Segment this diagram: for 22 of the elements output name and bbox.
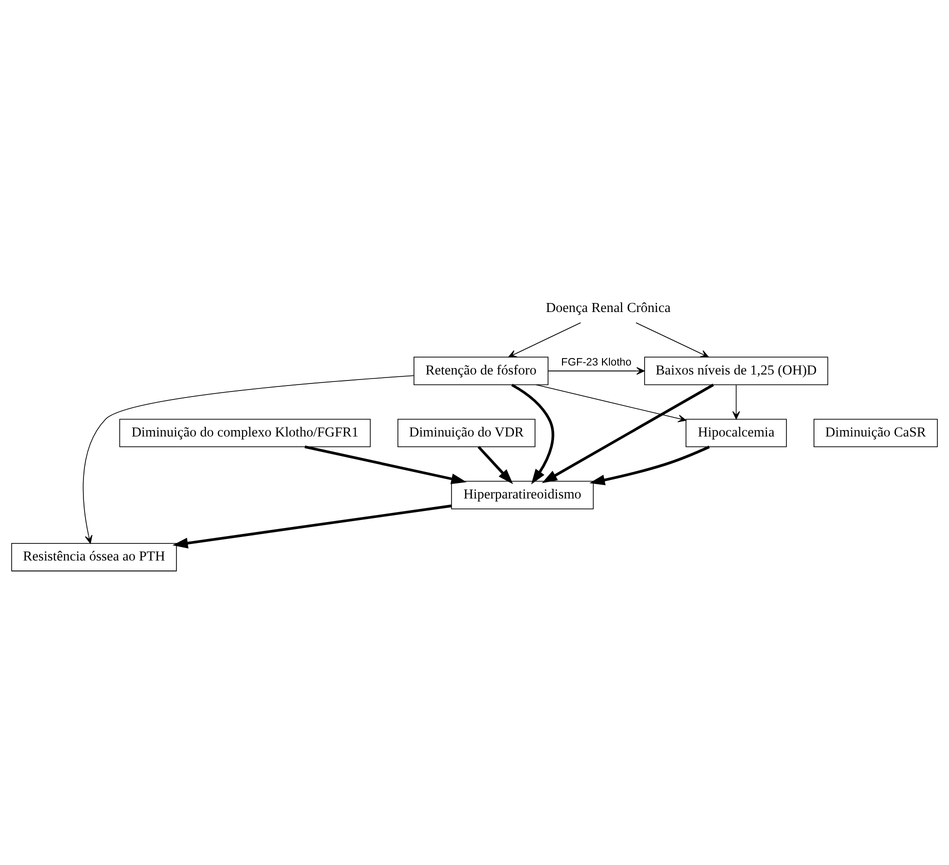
node-box: Baixos níveis de 1,25 (OH)D bbox=[644, 356, 828, 385]
arrow bbox=[511, 383, 554, 484]
arrow bbox=[542, 383, 714, 483]
node-box: Hipocalcemia bbox=[686, 418, 787, 447]
edge-label: FGF-23 Klotho bbox=[561, 356, 632, 368]
arrow bbox=[636, 322, 709, 357]
arrow bbox=[536, 384, 686, 422]
arrow bbox=[304, 445, 467, 484]
arrow bbox=[589, 445, 710, 485]
node-text: Doença Renal Crônica bbox=[546, 300, 671, 315]
node-box: Retenção de fósforo bbox=[414, 356, 548, 385]
arrow bbox=[732, 384, 740, 419]
arrow bbox=[172, 504, 452, 548]
node-box: Hiperparatireoidismo bbox=[451, 480, 594, 509]
arrow bbox=[478, 445, 514, 484]
node-box: Diminuição do complexo Klotho/FGFR1 bbox=[119, 418, 371, 447]
arrow bbox=[548, 366, 645, 374]
node-box: Diminuição do VDR bbox=[397, 418, 536, 447]
arrow bbox=[508, 322, 581, 357]
node-box: Diminuição CaSR bbox=[814, 418, 938, 447]
node-box: Resistência óssea ao PTH bbox=[11, 542, 177, 571]
arrow bbox=[82, 374, 414, 544]
